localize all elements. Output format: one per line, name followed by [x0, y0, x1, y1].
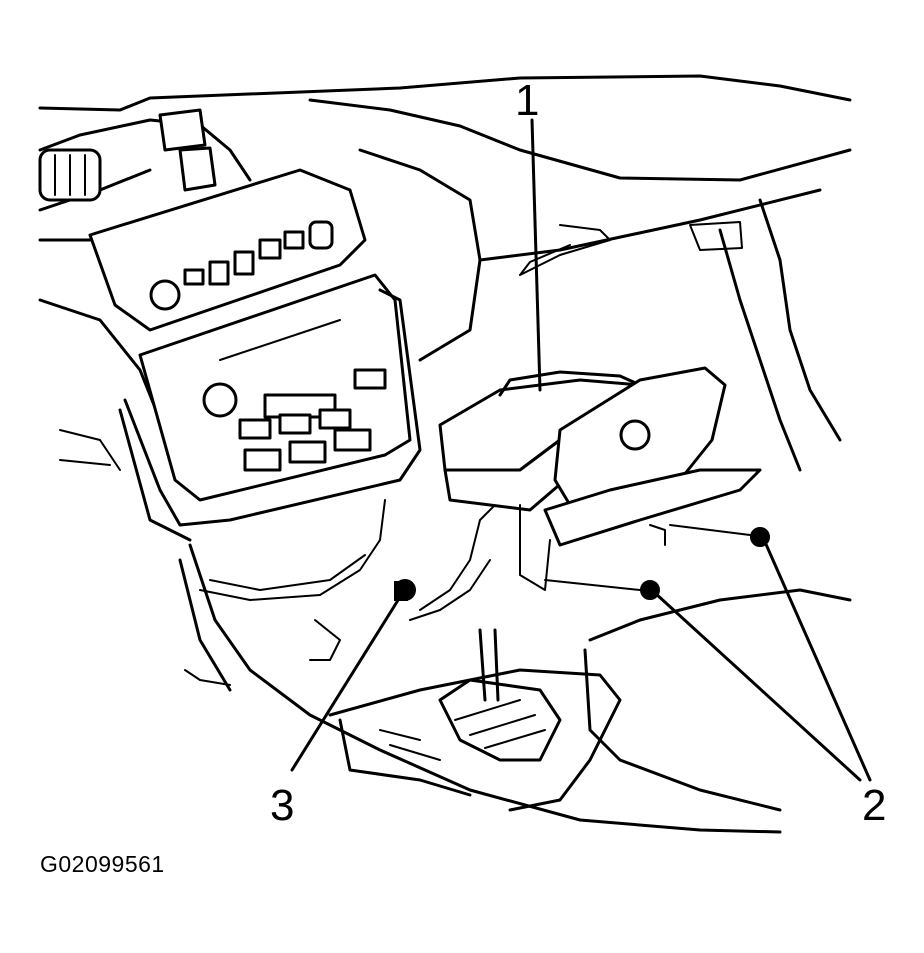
radio-head-unit — [138, 273, 412, 502]
console-trim-bezel — [118, 288, 782, 834]
air-vent — [38, 108, 217, 202]
callout-2: 2 — [862, 781, 886, 830]
shifter-console — [328, 588, 852, 812]
electrical-connector — [394, 579, 416, 601]
wiring-harness — [59, 429, 501, 686]
climate-control-panel — [88, 168, 367, 332]
storage-compartment — [438, 366, 762, 591]
figure-id: G02099561 — [40, 851, 165, 877]
callout-leaders — [290, 118, 872, 782]
callout-3: 3 — [270, 781, 294, 830]
callout-1: 1 — [515, 76, 539, 125]
